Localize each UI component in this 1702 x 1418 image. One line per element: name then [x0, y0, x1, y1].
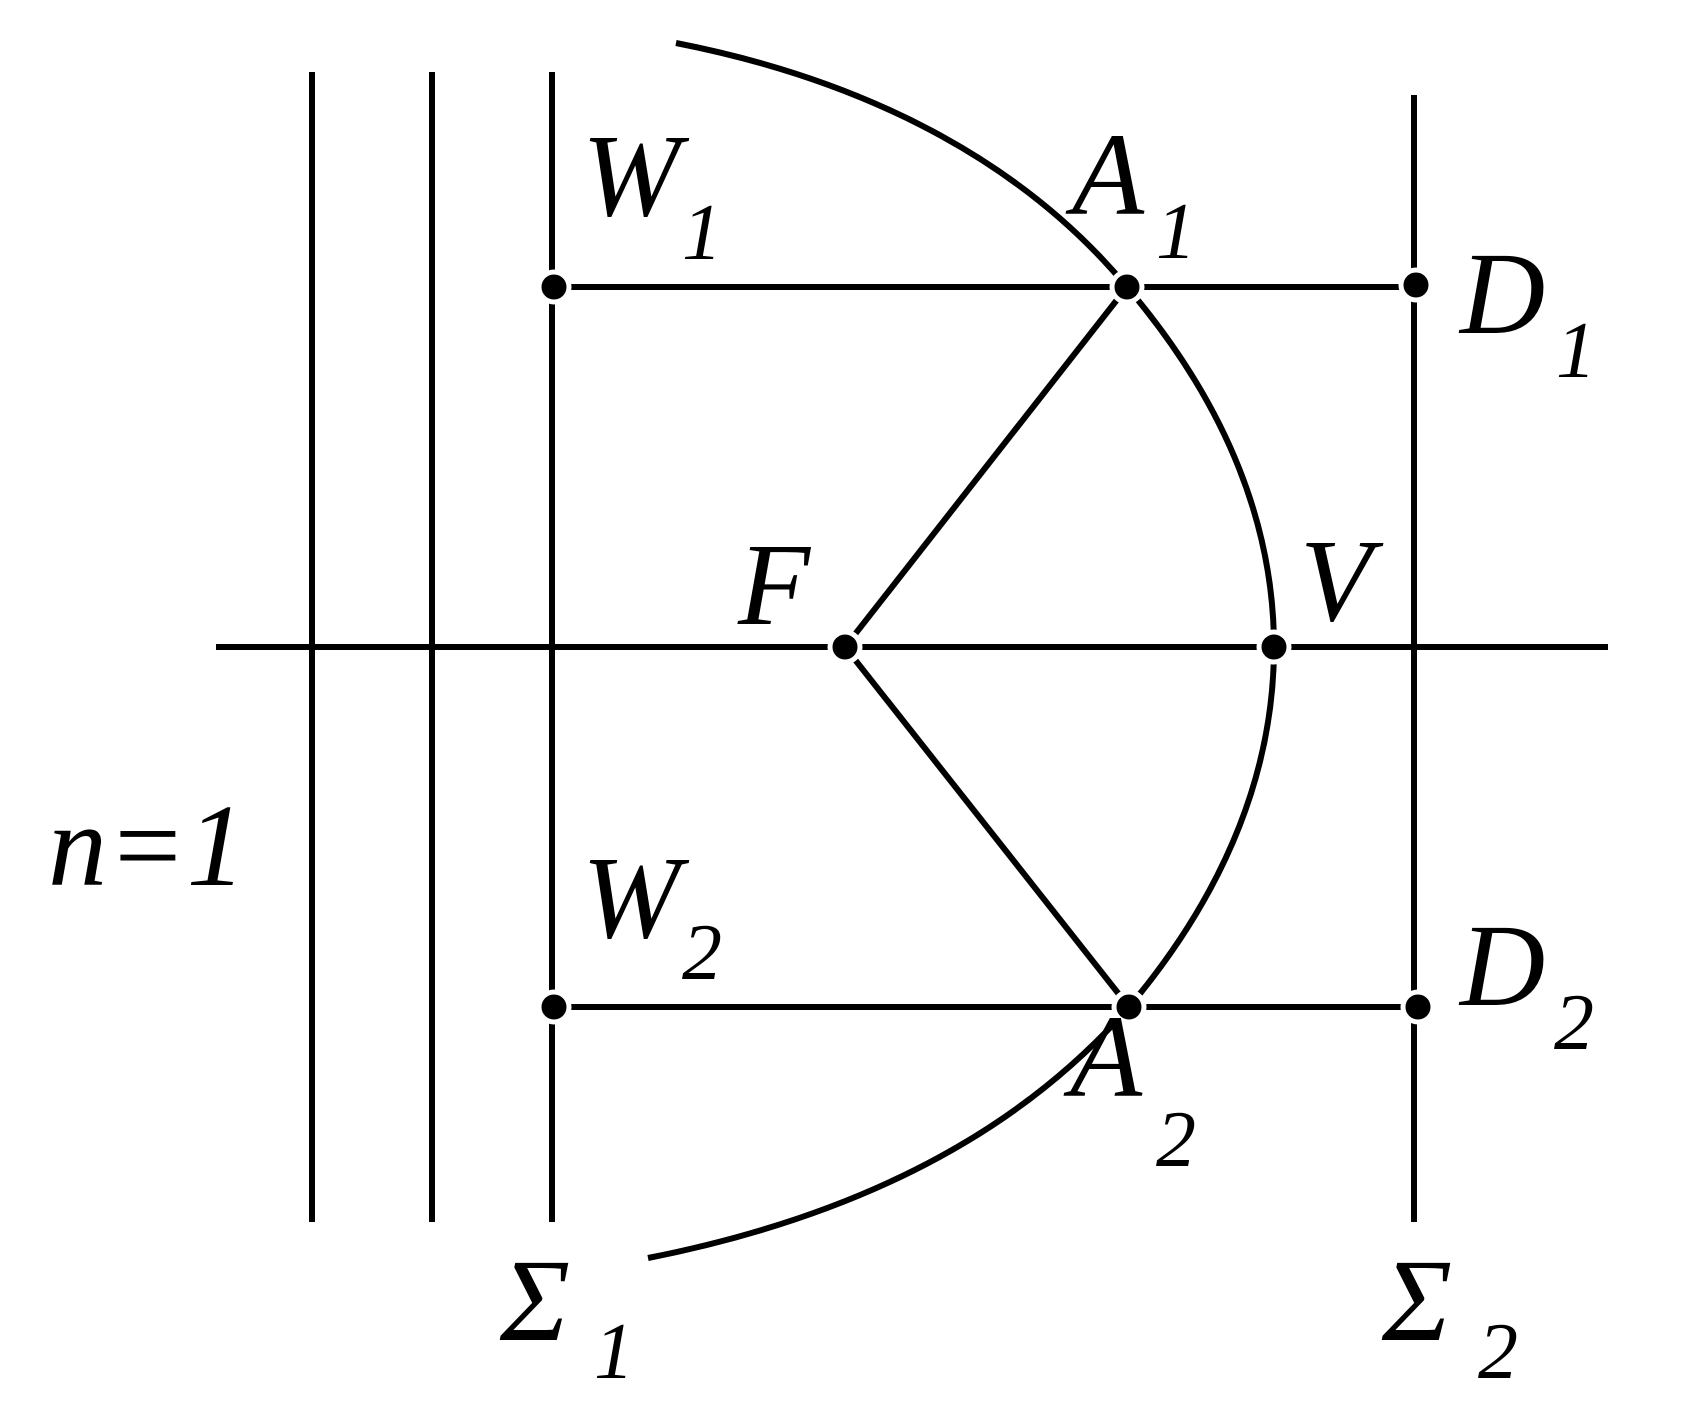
point-a1	[1109, 269, 1145, 305]
point-w2	[536, 989, 572, 1025]
label-d1: D	[1458, 228, 1545, 359]
label-d2-sub: 2	[1554, 979, 1594, 1067]
label-sigma1: Σ	[499, 1235, 570, 1366]
point-v	[1256, 629, 1292, 665]
label-a1: A	[1065, 109, 1145, 240]
label-sigma2-sub: 2	[1478, 1308, 1518, 1396]
label-a2: A	[1063, 991, 1143, 1122]
label-v: V	[1300, 515, 1384, 646]
label-w2: W	[582, 832, 690, 963]
label-a2-sub: 2	[1156, 1096, 1196, 1184]
label-f: F	[737, 519, 812, 650]
label-sigma2: Σ	[1381, 1235, 1452, 1366]
label-sigma1-sub: 1	[594, 1308, 634, 1396]
label-w1-sub: 1	[682, 189, 722, 277]
label-d2: D	[1458, 900, 1545, 1031]
refractive-index-label: n=1	[48, 780, 246, 911]
point-w1	[536, 269, 572, 305]
label-w2-sub: 2	[682, 909, 722, 997]
segment-f-a1	[842, 285, 1130, 649]
label-d1-sub: 1	[1556, 307, 1596, 395]
point-d1	[1398, 267, 1434, 303]
label-w1: W	[582, 110, 690, 241]
label-a1-sub: 1	[1156, 188, 1196, 276]
point-f	[827, 629, 863, 665]
point-a2	[1111, 989, 1147, 1025]
point-d2	[1400, 989, 1436, 1025]
segment-f-a2	[842, 645, 1132, 1009]
